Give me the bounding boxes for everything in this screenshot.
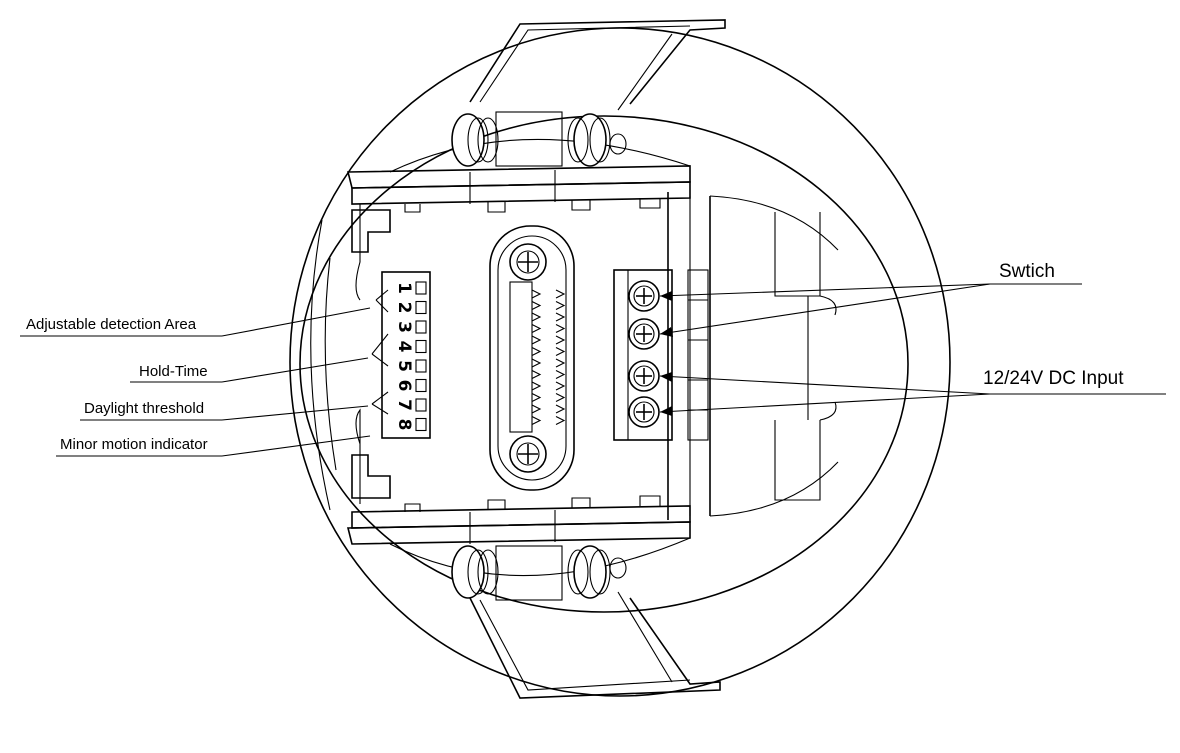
lens-strip	[509, 281, 533, 433]
terminal-block	[613, 269, 673, 441]
label-daylight-threshold: Daylight threshold	[84, 400, 204, 417]
screw-icon	[628, 396, 660, 428]
dip-slot	[415, 281, 427, 295]
bottom-plate-upper	[351, 505, 691, 529]
label-adjustable-detection-area: Adjustable detection Area	[26, 316, 197, 333]
dip-slot	[415, 300, 427, 315]
terminal-side-rail	[687, 269, 709, 441]
dip-slots	[415, 281, 427, 432]
dip-number: 1	[394, 282, 414, 294]
dip-slot	[415, 320, 427, 334]
right-frame	[667, 192, 839, 520]
label-dc-input: 12/24V DC Input	[983, 368, 1124, 389]
screw-icon	[509, 435, 547, 473]
dip-number: 5	[394, 360, 414, 372]
spring-clip-icon	[451, 545, 499, 599]
lens-housing	[489, 225, 575, 491]
left-inner-arc-2	[310, 219, 331, 511]
screw-icon	[628, 360, 660, 392]
dip-slot	[415, 398, 427, 412]
inner-ring	[299, 115, 909, 613]
top-wire-bracket	[469, 19, 726, 105]
left-callouts: Adjustable detection Area Hold-Time Dayl…	[20, 289, 389, 457]
spring-clip-icon	[567, 113, 627, 167]
dip-number: 2	[394, 302, 414, 314]
dip-slot	[415, 417, 427, 432]
dip-number: 7	[394, 399, 414, 411]
top-spring-clips	[451, 19, 726, 167]
dip-numbers: 1 2 3 4 5 6 7 8	[394, 282, 414, 430]
dip-number: 6	[394, 380, 414, 392]
dip-number: 4	[394, 341, 414, 353]
left-clips	[351, 204, 391, 504]
spring-clip-icon	[451, 113, 499, 167]
terminal-block-body	[613, 269, 673, 441]
bottom-spring-clips	[451, 545, 721, 699]
right-callouts: Swtich 12/24V DC Input	[659, 261, 1166, 416]
label-minor-motion-indicator: Minor motion indicator	[60, 436, 208, 453]
screw-icon	[628, 318, 660, 350]
dip-slot	[415, 378, 427, 393]
lens-module	[489, 225, 575, 491]
dip-switch: 1 2 3 4 5 6 7 8	[381, 271, 431, 439]
dip-number: 8	[394, 419, 414, 431]
label-switch: Swtich	[999, 261, 1055, 282]
screw-icon	[509, 243, 547, 281]
top-plate-lower	[351, 181, 691, 205]
screw-icon	[628, 280, 660, 312]
dip-number: 3	[394, 321, 414, 333]
dip-slot	[415, 339, 427, 354]
spring-clip-icon	[567, 545, 627, 599]
dip-switch-body	[381, 271, 431, 439]
dip-slot	[415, 359, 427, 373]
left-inner-arc	[324, 257, 337, 471]
bottom-wire-bracket	[469, 597, 721, 699]
mounting-plates	[346, 138, 691, 577]
label-hold-time: Hold-Time	[139, 363, 208, 380]
